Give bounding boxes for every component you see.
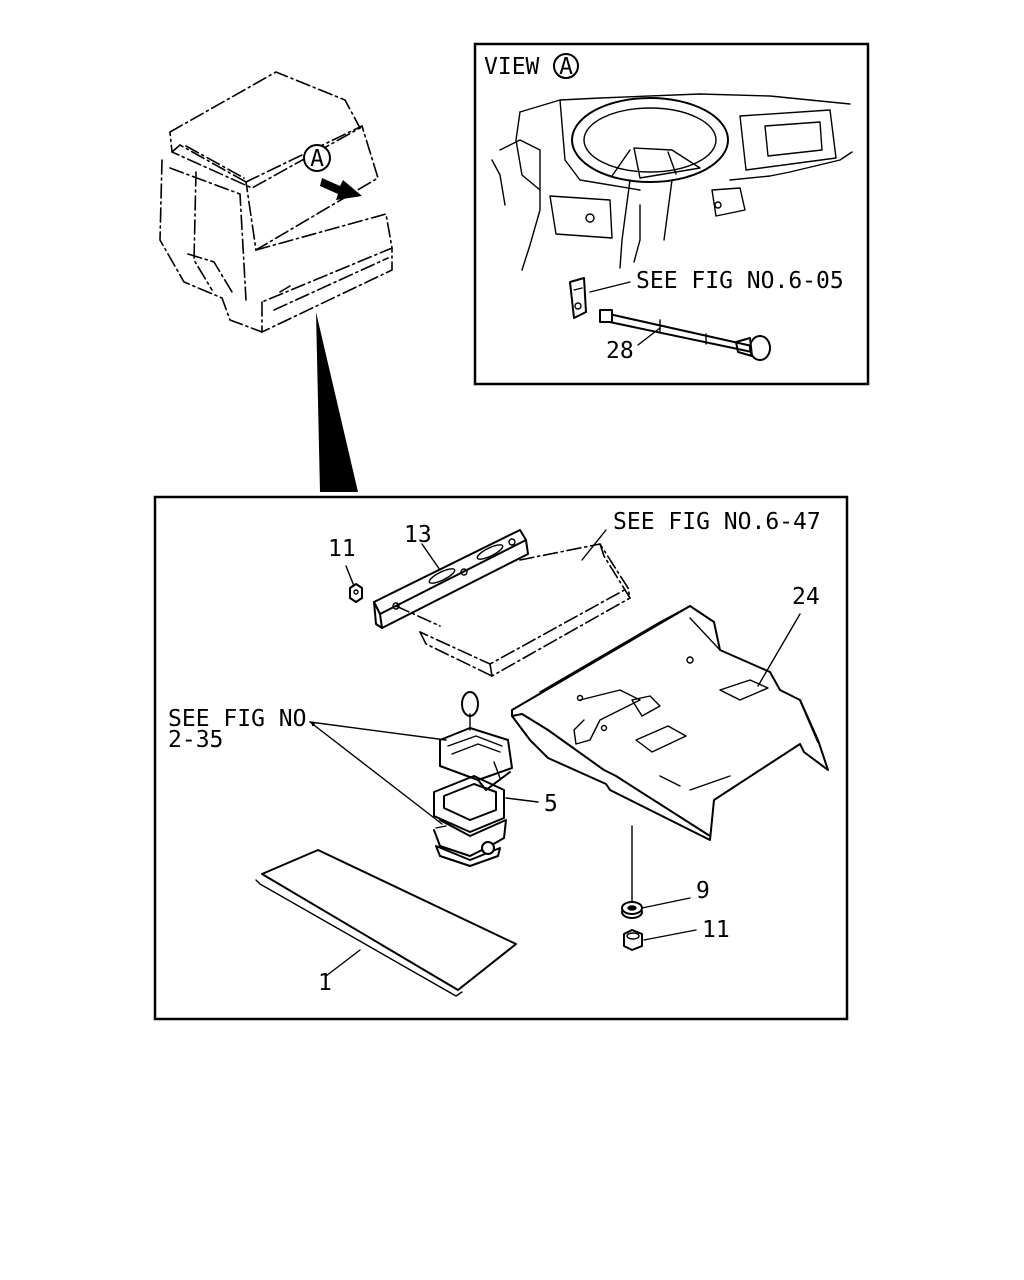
view-a-title: VIEW A [484,53,579,80]
part-number-5: 5 [544,791,558,817]
leader-1 [325,949,361,977]
part-number-28: 28 [606,338,634,364]
nut-part-11-top [349,583,363,603]
bracket-part-13 [373,529,529,629]
part-number-24: 24 [792,584,820,610]
shift-lever-assembly [439,691,513,791]
nut-part-11-bottom [623,929,643,951]
nut-part-9 [621,901,643,919]
part-number-1: 1 [318,970,332,996]
leader-24 [757,613,801,687]
view-a-marker-cab: A [303,144,331,172]
leader-11-bottom [643,929,697,941]
see-fig-6-05-label: SEE FIG NO.6-05 [636,268,844,294]
leader-11-top [345,565,355,587]
svg-text:A: A [559,54,573,80]
floor-panel-part-24 [511,605,829,841]
svg-text:A: A [310,146,324,172]
see-fig-2-35-line1: SEE FIG NO. [168,706,320,732]
part-number-13: 13 [404,522,432,548]
leader-9 [641,897,691,909]
leader-28 [637,327,661,346]
floor-mat-part-1 [261,849,517,991]
rod-part-28 [599,309,771,361]
part-number-9: 9 [696,878,710,904]
leader-2-35-b [309,721,443,825]
view-a-frame [473,42,870,386]
part-number-11-top: 11 [328,536,356,562]
leader-13 [421,543,441,571]
leader-5 [505,797,539,803]
leader-2-35-a [309,721,447,741]
part-number-11-bottom: 11 [702,917,730,943]
block-part-5 [433,775,507,867]
panel-6-47 [395,543,631,678]
floor-mat-edge [255,879,463,997]
detail-pointer-wedge [316,312,358,492]
svg-text:VIEW: VIEW [484,54,540,80]
see-fig-2-35-line2: 2-35 [168,727,223,753]
leader-6-47 [581,529,607,561]
dashboard-illustration [491,93,853,319]
leader-6-05 [589,281,631,293]
detail-frame [153,495,849,1021]
see-fig-6-47-label: SEE FIG NO.6-47 [613,509,821,535]
cab-illustration [159,71,393,334]
view-direction-arrow [320,178,362,200]
